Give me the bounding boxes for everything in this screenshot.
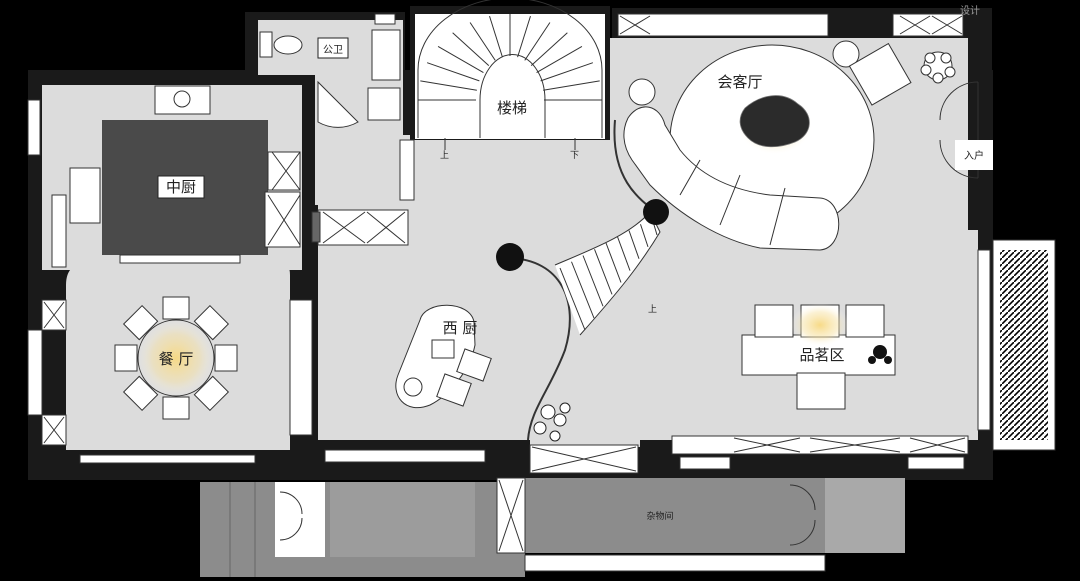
kitchen-label-box — [157, 175, 205, 199]
curved-stair — [509, 119, 661, 441]
living-cabinets — [617, 13, 964, 37]
dining-chair — [193, 375, 230, 412]
dining-chair — [193, 304, 230, 341]
wc-label: 公卫 — [323, 45, 343, 56]
curve-stair-tread — [617, 236, 631, 271]
plant-bottom-icon — [533, 402, 571, 442]
curve-stair-tread — [628, 230, 640, 259]
dining-chair — [162, 296, 190, 320]
tea-area-label: 品茗区 — [799, 346, 844, 364]
storage-label: 杂物间 — [646, 510, 673, 522]
dining-chair — [122, 375, 159, 412]
stairs-label: 楼梯 — [497, 99, 527, 117]
entrance-label: 入户 — [964, 149, 984, 162]
plant-icon — [920, 51, 956, 84]
stair-tread — [530, 32, 568, 66]
curve-stair-up-mark: 上 — [648, 304, 657, 315]
curve-stair-tread — [582, 255, 604, 307]
stair-tread — [420, 80, 477, 91]
armchair — [848, 42, 912, 106]
kitchen-counters — [27, 85, 301, 268]
column-right — [643, 199, 669, 225]
stair-down-mark: 下 — [570, 151, 579, 161]
stair-tread — [536, 45, 583, 73]
corridor-cabinets — [311, 139, 415, 246]
western-kitchen-island — [395, 304, 492, 409]
dining-chair — [162, 396, 190, 420]
dining-divider — [289, 299, 313, 436]
side-table — [628, 78, 656, 106]
curve-stair-tread — [559, 267, 586, 331]
stair-tread — [540, 62, 594, 82]
stair-tread — [426, 62, 480, 82]
dining-chairs — [114, 296, 238, 420]
dining-chair — [122, 304, 159, 341]
storage-fixtures — [496, 477, 826, 572]
bonsai-icon — [868, 345, 892, 364]
column-left — [496, 243, 524, 271]
dining-table — [137, 319, 215, 397]
sofa — [623, 106, 840, 251]
wc-door — [317, 80, 359, 128]
stair-tread — [452, 32, 490, 66]
stair-tread — [489, 16, 503, 58]
western-kitchen-label: 西 厨 — [443, 319, 478, 337]
tea-glow — [790, 303, 850, 347]
stair-tread — [517, 16, 531, 58]
stair-tread — [437, 45, 484, 73]
dining-window — [27, 299, 256, 464]
curve-stair-tread — [571, 261, 595, 319]
curve-stair-tread — [605, 242, 622, 283]
stair-tread — [543, 80, 600, 91]
window-sill — [977, 249, 991, 431]
stairs-label-bg — [482, 90, 542, 130]
window-pattern — [1000, 250, 1048, 440]
kitchen-label: 中厨 — [166, 178, 196, 196]
dining-glow — [136, 318, 216, 398]
stair-tread — [524, 22, 551, 61]
curve-stair-tread — [594, 249, 613, 295]
watermark: 设计 — [960, 4, 980, 17]
wc-label-box — [317, 37, 349, 59]
stair-tread — [469, 22, 496, 61]
lamp-table — [832, 40, 860, 68]
dining-chair — [214, 344, 238, 372]
living-label: 会客厅 — [717, 73, 762, 91]
terrace-door — [229, 482, 303, 577]
stair-up-mark: 上 — [440, 150, 449, 161]
bottom-cabinets — [324, 435, 969, 474]
wc-fixtures — [259, 13, 401, 121]
curve-stair-tread — [640, 224, 649, 248]
dining-chair — [114, 344, 138, 372]
coffee-table — [739, 95, 810, 148]
entrance-label-bg — [955, 140, 993, 170]
dining-label: 餐 厅 — [159, 350, 194, 368]
